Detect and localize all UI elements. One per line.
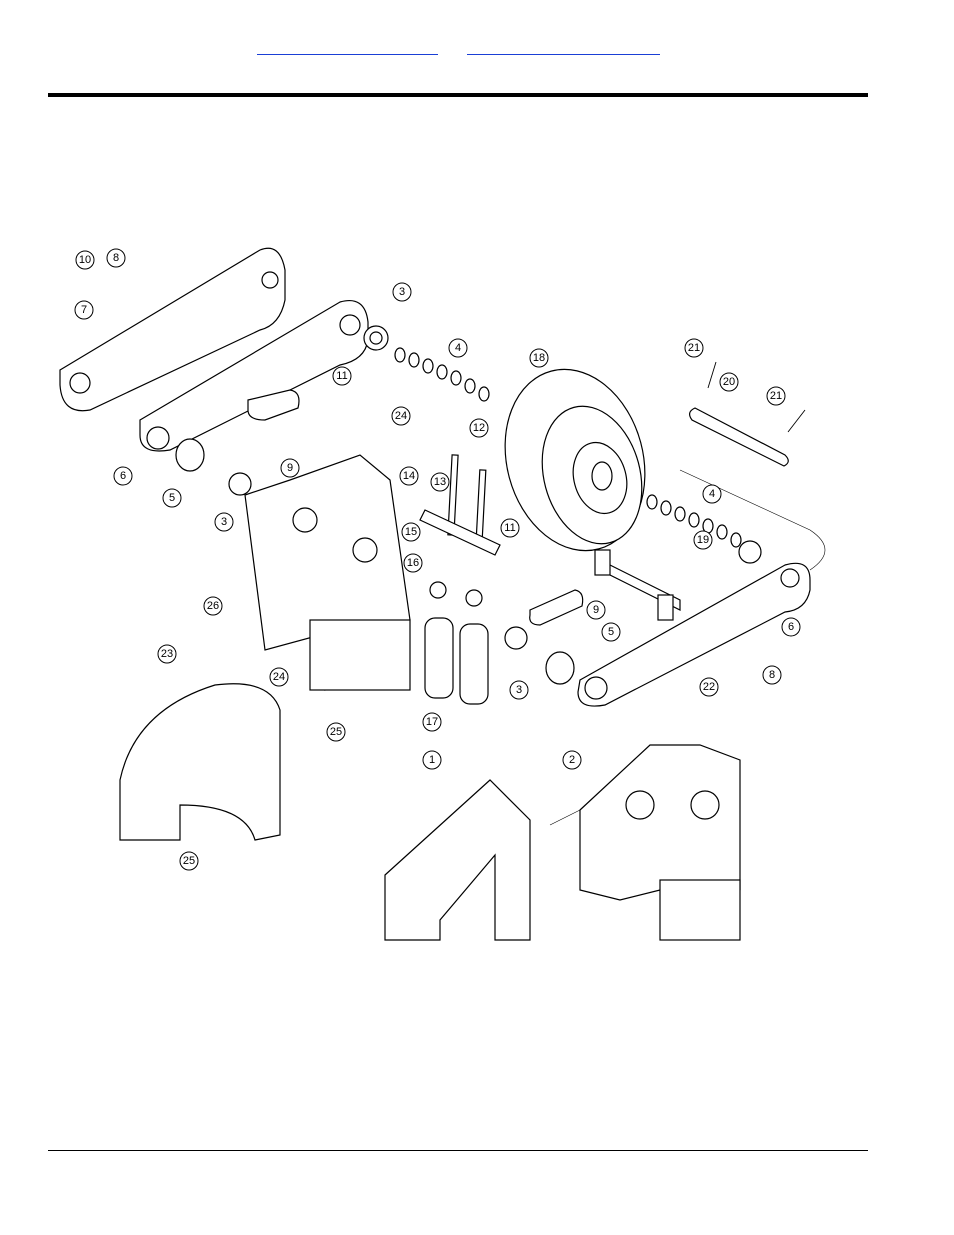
callout-5: 5 [163,489,181,507]
callout-14: 14 [400,467,418,485]
callout-16: 16 [404,554,422,572]
callout-23: 23 [158,645,176,663]
callout-label: 25 [183,855,195,867]
callout-label: 3 [516,684,522,696]
callout-label: 17 [426,716,438,728]
top-rule [48,93,868,97]
callout-label: 9 [287,462,293,474]
callout-11: 11 [501,519,519,537]
callout-label: 11 [504,522,515,534]
callout-label: 4 [455,342,461,354]
callout-6: 6 [114,467,132,485]
callout-3: 3 [510,681,528,699]
cover [385,780,530,940]
callout-7: 7 [75,301,93,319]
callout-label: 6 [120,470,126,482]
callout-label: 9 [593,604,599,616]
callout-label: 10 [79,254,91,266]
callout-label: 1 [429,754,435,766]
callout-label: 14 [403,470,415,482]
callout-25: 25 [327,723,345,741]
callout-2: 2 [563,751,581,769]
callout-label: 24 [395,410,407,422]
callout-label: 24 [273,671,285,683]
callout-label: 22 [703,681,715,693]
callout-label: 6 [788,621,794,633]
callout-21: 21 [685,339,703,357]
callout-1: 1 [423,751,441,769]
callout-10: 10 [76,251,94,269]
callout-label: 8 [113,252,119,264]
callout-12: 12 [470,419,488,437]
callout-8: 8 [763,666,781,684]
callout-label: 5 [608,626,614,638]
callout-label: 20 [723,376,735,388]
callout-17: 17 [423,713,441,731]
callout-label: 19 [697,534,709,546]
fender [120,684,280,840]
callout-label: 11 [336,370,347,382]
callout-label: 5 [169,492,175,504]
callout-4: 4 [449,339,467,357]
callout-25: 25 [180,852,198,870]
bottom-rule [48,1150,868,1151]
callout-label: 8 [769,669,775,681]
callout-label: 3 [221,516,227,528]
side-frame [245,455,410,690]
bearing-mid [229,473,251,495]
callout-19: 19 [694,531,712,549]
callout-label: 18 [533,352,545,364]
fork-bolts [420,455,500,555]
callout-label: 21 [688,342,700,354]
callout-9: 9 [281,459,299,477]
callout-13: 13 [431,473,449,491]
callout-label: 2 [569,754,575,766]
callout-11: 11 [333,367,351,385]
callout-label: 25 [330,726,342,738]
callout-label: 16 [407,557,419,569]
callout-20: 20 [720,373,738,391]
callout-24: 24 [270,668,288,686]
callout-4: 4 [703,485,721,503]
callout-15: 15 [402,523,420,541]
callout-22: 22 [700,678,718,696]
callout-21: 21 [767,387,785,405]
callout-6: 6 [782,618,800,636]
bearing-right [739,541,761,563]
callout-3: 3 [215,513,233,531]
spacers-top [395,348,489,401]
header-link-1[interactable] [257,38,438,55]
callout-5: 5 [602,623,620,641]
header-link-2[interactable] [467,38,660,55]
axle-pin [690,362,805,466]
callout-label: 26 [207,600,219,612]
springs [425,582,488,704]
main-frame [580,745,740,940]
callout-label: 15 [405,526,417,538]
bracket-plate-right [530,590,583,625]
callout-3: 3 [393,283,411,301]
callout-24: 24 [392,407,410,425]
callout-label: 7 [81,304,87,316]
callout-label: 12 [473,422,485,434]
callout-26: 26 [204,597,222,615]
callout-9: 9 [587,601,605,619]
bearing-lower [505,627,527,649]
callout-label: 23 [161,648,173,660]
bushing-upper [176,439,204,471]
callout-label: 21 [770,390,782,402]
callout-label: 4 [709,488,715,500]
bushing-lower [546,652,574,684]
callout-8: 8 [107,249,125,267]
crossbar [595,550,680,620]
callout-label: 3 [399,286,405,298]
callout-18: 18 [530,349,548,367]
callout-label: 13 [434,476,446,488]
